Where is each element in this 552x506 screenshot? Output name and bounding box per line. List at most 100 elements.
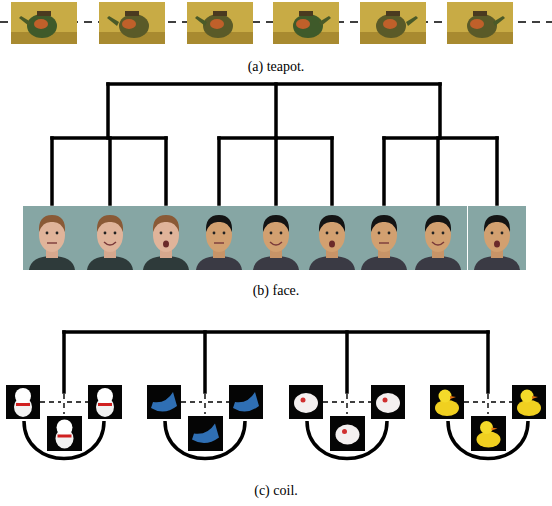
- eye: [378, 232, 381, 235]
- teapot-image: [11, 2, 77, 44]
- cat-head: [15, 388, 31, 404]
- image-ground: [23, 206, 81, 270]
- teapot-body: [119, 14, 149, 38]
- shirt: [309, 256, 355, 270]
- eye: [388, 232, 391, 235]
- shirt: [196, 256, 242, 270]
- coil-image: [289, 385, 323, 419]
- teapot-image: [99, 2, 165, 44]
- pig-heart: [301, 398, 306, 403]
- hair: [97, 215, 123, 232]
- tree-bar: [384, 136, 497, 140]
- eye: [336, 232, 339, 235]
- hair: [206, 215, 232, 232]
- teapot-lid: [473, 11, 487, 16]
- dashed-link: [63, 394, 64, 414]
- shirt: [143, 256, 189, 270]
- mouth: [270, 242, 282, 245]
- coil-image: [471, 416, 506, 451]
- image-ground: [190, 206, 248, 270]
- duck-head: [521, 390, 534, 403]
- face-image: [355, 206, 413, 270]
- teapot-spout: [406, 16, 418, 26]
- teapot-spout: [493, 16, 505, 26]
- image-ground: [81, 206, 139, 270]
- duck-body: [435, 400, 459, 416]
- image-ground: [468, 206, 526, 270]
- eye: [160, 232, 163, 235]
- coil-image: [371, 385, 405, 419]
- image-ground: [303, 206, 361, 270]
- hair: [39, 215, 65, 232]
- pig-heart: [342, 429, 347, 434]
- mouth: [47, 242, 57, 243]
- teapot-body: [203, 14, 233, 38]
- eye: [104, 232, 107, 235]
- teapot-pattern: [34, 19, 48, 29]
- mouth: [163, 241, 169, 248]
- tree-branch: [436, 138, 440, 204]
- teapot-body: [376, 14, 406, 38]
- duck-body: [477, 432, 501, 448]
- coil-image: [330, 416, 365, 451]
- eye: [213, 232, 216, 235]
- shirt: [87, 256, 133, 270]
- coil-image: [188, 416, 223, 451]
- face-image: [303, 206, 361, 270]
- tree-branch: [345, 332, 349, 392]
- tree-branch: [486, 332, 490, 392]
- tree-bar: [108, 82, 440, 86]
- teapot-body: [27, 14, 57, 38]
- cat-collar: [98, 403, 112, 406]
- tree-branch: [382, 138, 386, 204]
- teapot-spout: [19, 16, 31, 26]
- dashed-link: [181, 401, 202, 402]
- face-image: [190, 206, 248, 270]
- hair: [484, 215, 510, 232]
- duck-beak: [492, 428, 498, 431]
- tree-bar: [64, 330, 488, 334]
- eye: [280, 232, 283, 235]
- panel-caption: (c) coil.: [254, 483, 298, 499]
- mouth: [379, 242, 389, 243]
- mouth: [432, 242, 444, 245]
- tree-branch: [108, 138, 112, 204]
- tree-branch: [330, 138, 334, 204]
- mouth: [104, 242, 116, 245]
- image-ground: [273, 2, 339, 44]
- image-ground: [330, 416, 365, 451]
- tree-branch: [50, 138, 54, 204]
- eye: [270, 232, 273, 235]
- eye: [114, 232, 117, 235]
- coil-image: [430, 385, 464, 419]
- teapot-pattern: [122, 19, 136, 29]
- image-ground: [471, 416, 506, 451]
- face-image: [23, 206, 81, 270]
- duck-body: [517, 400, 541, 416]
- hair: [263, 215, 289, 232]
- tree-branch: [274, 138, 278, 204]
- tree-branch: [164, 138, 168, 204]
- cat-collar: [58, 435, 72, 438]
- teapot-body: [293, 14, 323, 38]
- teapot-lid: [299, 11, 313, 16]
- face-image: [409, 206, 467, 270]
- hair: [319, 215, 345, 232]
- cat-collar: [16, 403, 30, 406]
- dashed-link: [346, 394, 347, 414]
- image-ground: [289, 385, 323, 419]
- eye: [326, 232, 329, 235]
- pig-body: [376, 393, 400, 413]
- teapot-body: [467, 14, 497, 38]
- blue-object: [192, 424, 219, 444]
- tree-branch: [438, 84, 442, 138]
- mouth: [494, 241, 500, 248]
- tree-branch: [274, 84, 278, 138]
- image-ground: [88, 385, 122, 419]
- tree-branch: [495, 138, 499, 204]
- coil-image: [147, 385, 181, 419]
- duck-beak: [450, 396, 456, 399]
- image-ground: [371, 385, 405, 419]
